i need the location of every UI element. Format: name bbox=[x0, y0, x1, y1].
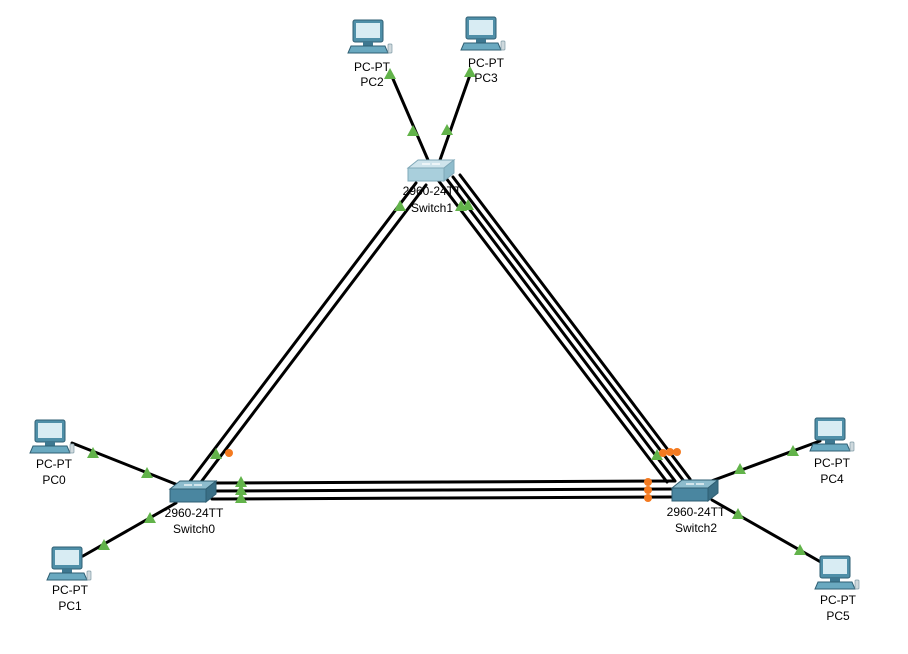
device-model-label: PC-PT bbox=[36, 457, 73, 471]
link-blocking-dot bbox=[666, 448, 674, 456]
cable-pc3-switch1[interactable] bbox=[438, 70, 473, 162]
device-pc2[interactable]: PC-PT PC2 bbox=[347, 19, 393, 89]
link-blocking-dot bbox=[225, 449, 233, 457]
cable-switch1-switch0-2[interactable] bbox=[196, 183, 428, 488]
switch-icon bbox=[407, 159, 455, 182]
cable-switch1-switch2-2[interactable] bbox=[444, 176, 677, 483]
device-name-label: Switch2 bbox=[675, 521, 717, 535]
cable-pc1-switch0[interactable] bbox=[81, 501, 178, 558]
link-up-triangle bbox=[210, 448, 222, 459]
device-switch2[interactable]: 2960-24TT Switch2 bbox=[667, 479, 726, 535]
link-up-triangle bbox=[407, 125, 419, 136]
pc-icon bbox=[29, 419, 75, 454]
link-up-triangle bbox=[734, 463, 746, 474]
link-up-triangle bbox=[464, 66, 476, 77]
link-up-triangle bbox=[141, 467, 153, 478]
link-blocking-dot bbox=[673, 448, 681, 456]
link-up-triangle bbox=[794, 544, 806, 555]
pc-icon bbox=[347, 19, 393, 54]
device-name-label: Switch0 bbox=[173, 522, 215, 536]
device-pc3[interactable]: PC-PT PC3 bbox=[460, 16, 506, 85]
cables bbox=[70, 70, 828, 567]
device-name-label: PC1 bbox=[58, 599, 82, 613]
switch-icon bbox=[169, 480, 217, 503]
device-model-label: PC-PT bbox=[354, 60, 391, 74]
device-model-label: PC-PT bbox=[468, 56, 505, 70]
link-up-triangle bbox=[235, 484, 247, 495]
link-up-triangle bbox=[87, 447, 99, 458]
cable-switch0-switch2-1[interactable] bbox=[210, 479, 676, 485]
device-name-label: PC4 bbox=[820, 472, 844, 486]
cable-pc4-switch2[interactable] bbox=[704, 439, 822, 485]
link-up-triangle bbox=[384, 68, 396, 79]
device-model-label: PC-PT bbox=[52, 583, 89, 597]
device-pc4[interactable]: PC-PT PC4 bbox=[809, 417, 855, 486]
device-pc1[interactable]: PC-PT PC1 bbox=[46, 546, 92, 613]
blocking-lights bbox=[225, 448, 681, 502]
switch-icon bbox=[671, 479, 719, 502]
device-pc5[interactable]: PC-PT PC5 bbox=[814, 555, 860, 623]
pc-icon bbox=[809, 417, 855, 452]
device-model-label: 2960-24TT bbox=[667, 505, 726, 519]
device-model-label: 2960-24TT bbox=[403, 184, 462, 198]
link-blocking-dot bbox=[659, 449, 667, 457]
cable-pc0-switch0[interactable] bbox=[70, 441, 185, 489]
cable-switch1-switch2-3[interactable] bbox=[451, 175, 685, 482]
device-switch1[interactable]: 2960-24TT Switch1 bbox=[403, 159, 462, 215]
device-model-label: 2960-24TT bbox=[165, 506, 224, 520]
cable-switch0-switch2-2[interactable] bbox=[210, 487, 676, 493]
link-lights bbox=[87, 66, 806, 555]
pc-icon bbox=[46, 546, 92, 581]
link-up-triangle bbox=[651, 449, 663, 460]
link-up-triangle bbox=[235, 476, 247, 487]
cable-pc2-switch1[interactable] bbox=[388, 70, 430, 162]
link-blocking-dot bbox=[644, 494, 652, 502]
device-name-label: PC0 bbox=[42, 473, 66, 487]
device-name-label: PC5 bbox=[826, 609, 850, 623]
pc-icon bbox=[814, 555, 860, 590]
cable-switch1-switch2-1[interactable] bbox=[436, 178, 669, 484]
device-pc0[interactable]: PC-PT PC0 bbox=[29, 419, 75, 487]
link-up-triangle bbox=[462, 199, 474, 210]
link-up-triangle bbox=[732, 508, 744, 519]
cable-switch1-switch0-1[interactable] bbox=[186, 181, 418, 486]
link-up-triangle bbox=[394, 200, 406, 211]
link-up-triangle bbox=[441, 124, 453, 135]
device-model-label: PC-PT bbox=[820, 593, 857, 607]
link-up-triangle bbox=[235, 492, 247, 503]
link-up-triangle bbox=[98, 539, 110, 550]
link-blocking-dot bbox=[644, 478, 652, 486]
cable-switch1-switch2-4[interactable] bbox=[458, 173, 692, 481]
device-name-label: PC2 bbox=[360, 75, 384, 89]
link-blocking-dot bbox=[644, 486, 652, 494]
device-switch0[interactable]: 2960-24TT Switch0 bbox=[165, 480, 224, 536]
cable-switch0-switch2-3[interactable] bbox=[210, 495, 676, 501]
link-up-triangle bbox=[144, 512, 156, 523]
device-name-label: Switch1 bbox=[411, 201, 453, 215]
device-model-label: PC-PT bbox=[814, 456, 851, 470]
cable-pc5-switch2[interactable] bbox=[710, 498, 828, 567]
device-name-label: PC3 bbox=[474, 71, 498, 85]
pc-icon bbox=[460, 16, 506, 51]
link-up-triangle bbox=[787, 445, 799, 456]
